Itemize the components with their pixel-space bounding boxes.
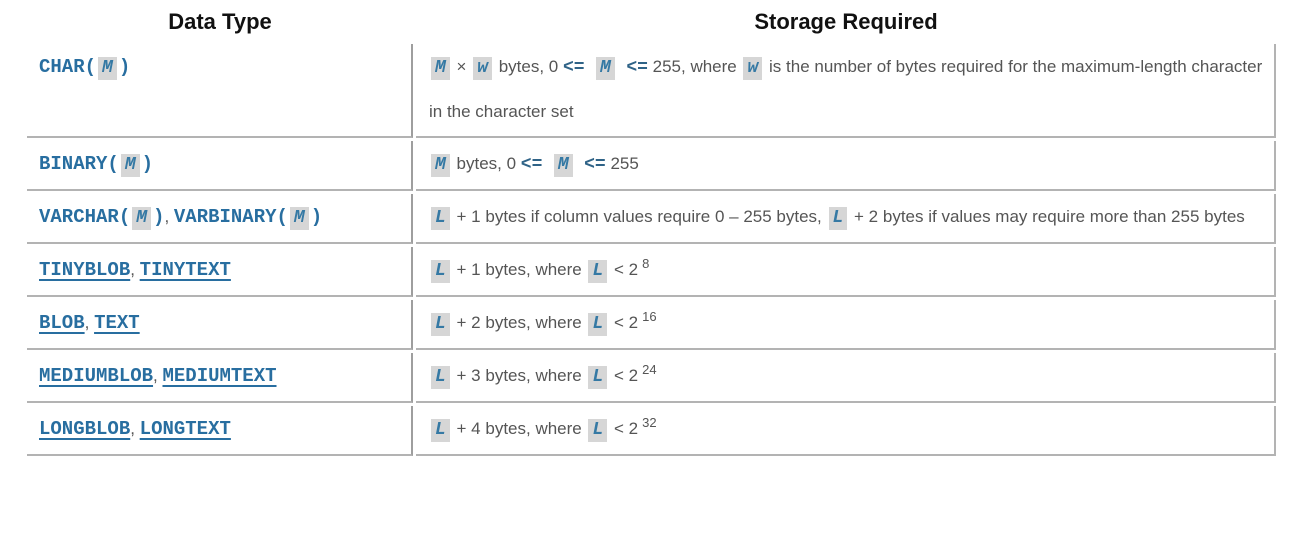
text-run: , bbox=[84, 313, 95, 332]
variable-token: M bbox=[596, 57, 615, 80]
data-type-cell: LONGBLOB, LONGTEXT bbox=[27, 406, 413, 456]
variable-token: M bbox=[98, 57, 117, 80]
operator-token: <= bbox=[562, 58, 585, 78]
text-run: < 2 bbox=[609, 313, 639, 332]
data-type-cell: BINARY(M) bbox=[27, 141, 413, 191]
code-token: ) bbox=[118, 56, 131, 78]
variable-token: L bbox=[431, 419, 450, 442]
operator-token: <= bbox=[584, 155, 606, 175]
data-type-cell: CHAR(M) bbox=[27, 44, 413, 138]
storage-required-cell: M bytes, 0 <= M <= 255 bbox=[416, 141, 1276, 191]
text-run bbox=[575, 154, 584, 173]
variable-token: L bbox=[828, 207, 848, 230]
table-row: BINARY(M)M bytes, 0 <= M <= 255 bbox=[27, 141, 1276, 191]
table-row: CHAR(M)M × w bytes, 0 <= M <= 255, where… bbox=[27, 44, 1276, 138]
data-type-cell: MEDIUMBLOB, MEDIUMTEXT bbox=[27, 353, 413, 403]
data-type-cell: BLOB, TEXT bbox=[27, 300, 413, 350]
text-run: + 2 bytes, where bbox=[451, 313, 587, 332]
variable-token: M bbox=[289, 207, 309, 230]
text-run: 255 bbox=[605, 154, 639, 173]
variable-token: L bbox=[431, 260, 450, 283]
variable-token: L bbox=[431, 366, 450, 389]
superscript: 24 bbox=[642, 362, 657, 378]
text-run: + 1 bytes if column values require 0 – 2… bbox=[451, 207, 827, 226]
data-type-cell: TINYBLOB, TINYTEXT bbox=[27, 247, 413, 297]
variable-token: L bbox=[588, 366, 608, 389]
text-run: , bbox=[130, 260, 140, 279]
text-run bbox=[617, 57, 626, 76]
datatype-link[interactable]: TEXT bbox=[94, 312, 140, 334]
code-token: ) bbox=[310, 206, 323, 228]
variable-token: L bbox=[588, 260, 608, 283]
code-token: CHAR( bbox=[39, 56, 97, 78]
code-token: ) bbox=[141, 153, 154, 175]
code-token: VARCHAR( bbox=[39, 206, 131, 228]
text-run: + 1 bytes, where bbox=[451, 260, 587, 279]
storage-required-cell: M × w bytes, 0 <= M <= 255, where w is t… bbox=[416, 44, 1276, 138]
variable-token: M bbox=[431, 57, 450, 80]
text-run: + 4 bytes, where bbox=[451, 419, 587, 438]
text-run: bytes, 0 bbox=[494, 57, 563, 76]
superscript: 32 bbox=[642, 415, 657, 431]
text-run: , bbox=[130, 419, 140, 438]
superscript: 8 bbox=[642, 256, 650, 272]
text-run: 255, where bbox=[647, 57, 742, 76]
variable-token: L bbox=[588, 313, 608, 336]
text-run: , bbox=[164, 207, 174, 226]
operator-token: <= bbox=[626, 58, 648, 78]
data-type-cell: VARCHAR(M), VARBINARY(M) bbox=[27, 194, 413, 244]
datatype-link[interactable]: MEDIUMBLOB bbox=[39, 365, 154, 387]
variable-token: L bbox=[588, 419, 608, 442]
table-body: CHAR(M)M × w bytes, 0 <= M <= 255, where… bbox=[27, 44, 1276, 456]
variable-token: L bbox=[431, 207, 450, 230]
text-run: + 3 bytes, where bbox=[451, 366, 587, 385]
storage-requirements-table: Data Type Storage Required CHAR(M)M × w … bbox=[24, 2, 1279, 459]
text-run bbox=[542, 154, 551, 173]
text-run: is the number of bytes required for the … bbox=[429, 57, 1263, 121]
datatype-link[interactable]: LONGBLOB bbox=[39, 418, 131, 440]
text-run: + 2 bytes if values may require more tha… bbox=[849, 207, 1245, 226]
text-run: < 2 bbox=[609, 419, 639, 438]
variable-token: w bbox=[743, 57, 763, 80]
table-row: VARCHAR(M), VARBINARY(M)L + 1 bytes if c… bbox=[27, 194, 1276, 244]
datatype-link[interactable]: TINYBLOB bbox=[39, 259, 131, 281]
text-run: < 2 bbox=[609, 366, 639, 385]
text-run: , bbox=[153, 366, 163, 385]
text-run: bytes, 0 bbox=[451, 154, 521, 173]
datatype-link[interactable]: BLOB bbox=[39, 312, 85, 334]
variable-token: L bbox=[431, 313, 450, 336]
datatype-link[interactable]: TINYTEXT bbox=[139, 259, 231, 281]
table-header-row: Data Type Storage Required bbox=[27, 5, 1276, 41]
datatype-link[interactable]: LONGTEXT bbox=[139, 418, 231, 440]
datatype-link[interactable]: MEDIUMTEXT bbox=[162, 365, 277, 387]
column-header-storage-required: Storage Required bbox=[754, 9, 938, 34]
text-run: × bbox=[451, 57, 472, 76]
variable-token: w bbox=[473, 57, 492, 80]
variable-token: M bbox=[132, 207, 152, 230]
text-run: < 2 bbox=[609, 260, 639, 279]
column-header-data-type: Data Type bbox=[168, 9, 272, 34]
code-token: VARBINARY( bbox=[173, 206, 288, 228]
storage-required-cell: L + 1 bytes if column values require 0 –… bbox=[416, 194, 1276, 244]
variable-token: M bbox=[431, 154, 450, 177]
superscript: 16 bbox=[642, 309, 657, 325]
code-token: ) bbox=[153, 206, 165, 228]
variable-token: M bbox=[553, 154, 573, 177]
code-token: BINARY( bbox=[39, 153, 119, 175]
operator-token: <= bbox=[520, 155, 543, 175]
variable-token: M bbox=[120, 154, 140, 177]
text-run bbox=[585, 57, 594, 76]
